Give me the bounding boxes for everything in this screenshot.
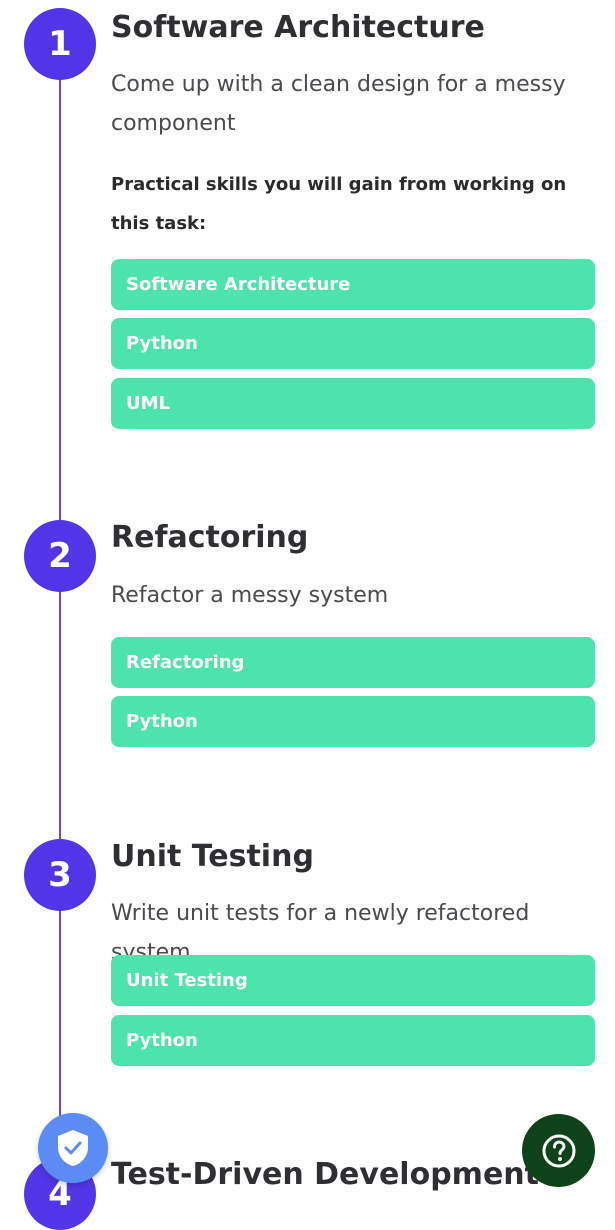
privacy-shield-button[interactable] <box>38 1113 108 1183</box>
step-number-badge: 1 <box>24 8 96 80</box>
shield-check-icon <box>58 1130 88 1166</box>
step-title: Test-Driven Development <box>111 1157 539 1192</box>
skills-heading: Practical skills you will gain from work… <box>111 174 567 234</box>
skill-chip: Python <box>111 318 595 369</box>
step-number: 3 <box>48 855 72 895</box>
timeline-line <box>59 60 61 1210</box>
step-number-badge: 3 <box>24 839 96 911</box>
step-number: 1 <box>48 24 72 64</box>
skill-chip: Refactoring <box>111 637 595 688</box>
step-number-badge: 2 <box>24 520 96 592</box>
skill-chip: Python <box>111 1015 595 1066</box>
skill-chip: UML <box>111 378 595 429</box>
step-description: Come up with a clean design for a messy … <box>111 72 566 136</box>
skill-chip: Software Architecture <box>111 259 595 310</box>
question-mark-icon <box>542 1134 575 1167</box>
step-title: Software Architecture <box>111 10 485 45</box>
step-title: Refactoring <box>111 520 309 555</box>
step-title: Unit Testing <box>111 839 314 874</box>
skill-chip: Python <box>111 696 595 747</box>
step-description: Refactor a messy system <box>111 583 389 608</box>
step-number: 2 <box>48 536 72 576</box>
step-description: Write unit tests for a newly refactored … <box>111 901 530 965</box>
skill-chip: Unit Testing <box>111 955 595 1006</box>
help-button[interactable] <box>522 1114 595 1187</box>
